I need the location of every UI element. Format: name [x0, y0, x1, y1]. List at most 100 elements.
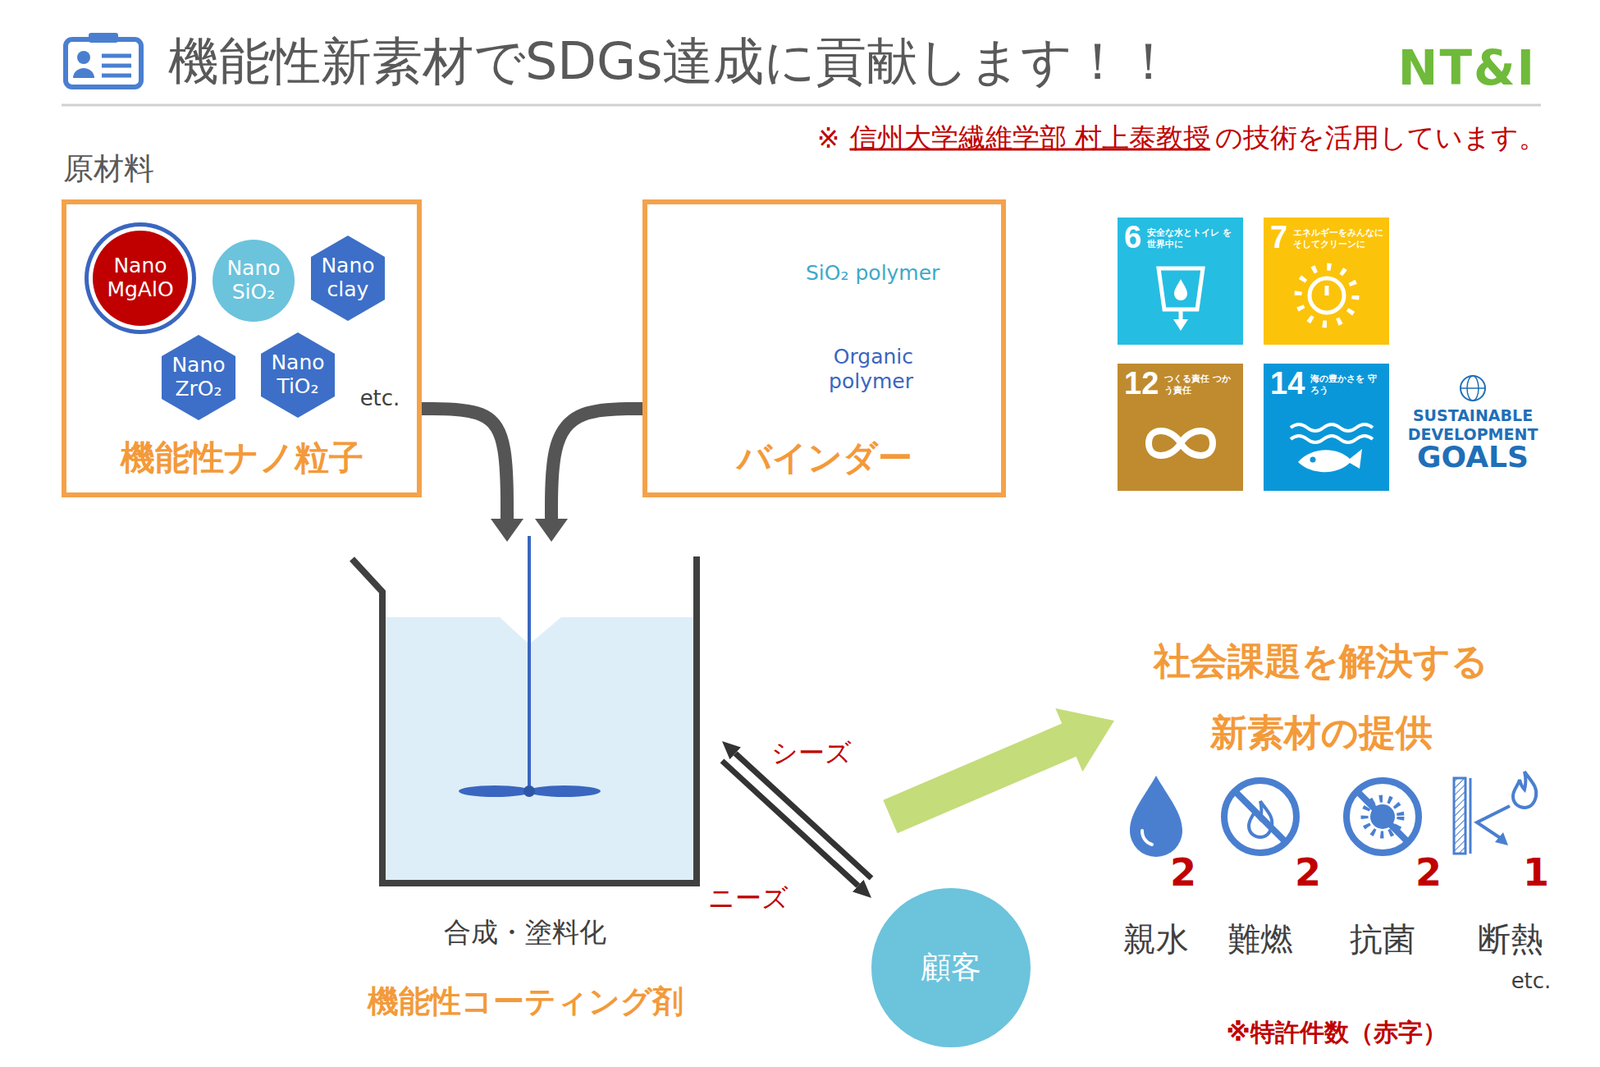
goal-number: 14: [1270, 366, 1305, 402]
polymer-curve: [729, 242, 817, 403]
nano-particle-box: 機能性ナノ粒子Nano MgAlONano SiO₂Nano clayNano …: [61, 199, 422, 498]
hexagon-shape: [260, 332, 335, 418]
particle-hexagon: Nano TiO₂: [255, 332, 341, 418]
sdg-pictogram: [1179, 309, 1184, 323]
hydrophilic-icon: [1129, 775, 1183, 857]
flame-retardant-icon: [1234, 790, 1286, 842]
credit-line: ※ 信州大学繊維学部 村上泰教授の技術を活用しています。: [817, 119, 1546, 157]
un-emblem: [1460, 387, 1486, 389]
etc-note: etc.: [1511, 968, 1552, 994]
goal-caption: つくる責任 つかう責任: [1164, 373, 1239, 398]
edge-label: ニーズ: [705, 882, 791, 914]
connector-arrow: [735, 753, 872, 878]
goal-number: 6: [1124, 220, 1142, 256]
sdg-icon: 12つくる責任 つかう責任: [1117, 363, 1244, 491]
flame-retardant-icon: [1224, 780, 1297, 853]
sdg-icon: 6安全な水とトイレ を世界中に: [1117, 217, 1244, 345]
connector-arrow: [421, 408, 508, 519]
mixing-tank: [352, 556, 697, 883]
goal-number: 12: [1124, 366, 1159, 402]
patent-note: ※特許件数（赤字）: [1225, 1017, 1447, 1047]
etc-note: etc.: [360, 385, 401, 412]
mixing-tank: [458, 785, 531, 797]
node-label: 顧客: [889, 950, 1013, 986]
node-label: 機能性コーティング剤: [328, 982, 723, 1020]
particle-hexagon: Nano ZrO₂: [155, 334, 242, 421]
patent-count: 2: [1291, 852, 1325, 892]
particle-hexagon: Nano clay: [305, 235, 391, 321]
customer-circle: 顧客: [871, 887, 1031, 1047]
insulation-icon: [1453, 771, 1536, 854]
antibacterial-icon: [1357, 790, 1408, 842]
sdg-icon: 7エネルギーをみんなに そしてクリーンに: [1263, 217, 1390, 345]
function-label: 親水: [1123, 918, 1189, 959]
polymer-label: Organic polymer: [810, 344, 914, 394]
title-icon: [65, 32, 142, 87]
node-label: Nano SiO₂: [219, 256, 288, 305]
company-logo: NT&I: [1398, 40, 1536, 98]
connector-arrow: [722, 760, 859, 886]
insulation-icon: [1476, 805, 1510, 839]
particle-circle: Nano MgAlO: [92, 230, 188, 326]
green-arrow: [876, 688, 1128, 848]
insulation-icon: [1494, 832, 1509, 846]
sdg-pictogram: [1174, 278, 1188, 301]
hexagon-shape: [155, 334, 242, 421]
sdg-pictogram: [1298, 266, 1356, 325]
insulation-icon: [1469, 777, 1472, 854]
hydrophilic-icon: [1129, 775, 1183, 857]
flame-retardant-icon: [1224, 780, 1297, 853]
sdg-pictogram: [1325, 285, 1330, 296]
sdg-logo-text: SUSTAINABLE: [1412, 406, 1533, 426]
goal-caption: 安全な水とトイレ を世界中に: [1147, 227, 1239, 252]
hydrophilic-icon: [1142, 830, 1152, 845]
node-label: Nano MgAlO: [102, 254, 179, 302]
sdg-pictogram: [1173, 319, 1189, 331]
insulation-icon: [1453, 777, 1466, 854]
sdg-pictogram: [1117, 217, 1244, 345]
hexagon-shape: [305, 235, 391, 321]
title-icon: [65, 39, 142, 87]
sdg-pictogram: [1117, 363, 1244, 491]
function-label: 抗菌: [1349, 918, 1416, 959]
box-heading: バインダー: [647, 437, 1002, 479]
antibacterial-icon: [1346, 780, 1419, 853]
hexagon-shape: [161, 334, 236, 421]
title-icon: [77, 50, 91, 64]
credit-note: の技術を活用しています。: [1215, 119, 1546, 157]
un-emblem: [1460, 375, 1486, 401]
function-label: 難燃: [1227, 918, 1294, 959]
title-icon: [73, 68, 95, 78]
mixing-tank: [382, 617, 697, 883]
sdg-pictogram: [1158, 268, 1203, 310]
patent-count: 2: [1412, 852, 1445, 892]
insulation-icon: [1513, 771, 1536, 808]
sdg-pictogram: [1148, 430, 1213, 456]
sdg-logo-text: GOALS: [1417, 438, 1529, 475]
goal-caption: エネルギーをみんなに そしてクリーンに: [1293, 227, 1386, 252]
un-emblem: [1460, 375, 1486, 401]
sdg-pictogram: [1290, 424, 1373, 443]
sdg-logo-text: DEVELOPMENT: [1408, 425, 1539, 444]
node-label: Nano TiO₂: [263, 351, 333, 399]
goal-caption: 海の豊かさを 守ろう: [1310, 373, 1386, 398]
sdg-icon: 14海の豊かさを 守ろう: [1263, 363, 1390, 491]
title: 機能性新素材でSDGs達成に貢献します！！: [168, 31, 1175, 92]
note-mark: ※: [817, 122, 841, 155]
patent-count: 2: [1166, 852, 1200, 892]
credit-note: 信州大学繊維学部 村上泰教授: [850, 119, 1212, 157]
sdg-pictogram: [1310, 457, 1317, 463]
goal-number: 7: [1270, 220, 1288, 256]
sdg-pictogram: [1263, 363, 1390, 491]
mixing-tank: [352, 535, 697, 883]
header-rule: [61, 104, 1541, 107]
polymer-curve: [729, 340, 817, 403]
outcome-heading: 新素材の提供: [1210, 710, 1433, 755]
sdg-pictogram: [1263, 217, 1390, 345]
node-label: Nano clay: [313, 254, 383, 302]
